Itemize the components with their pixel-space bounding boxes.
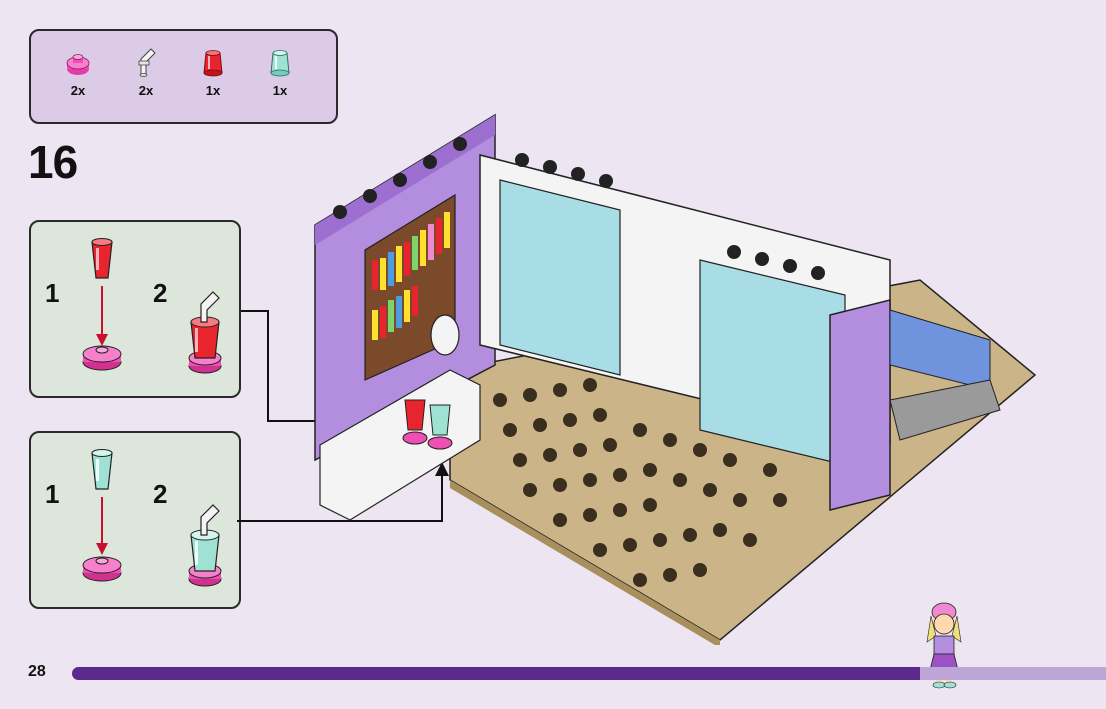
aqua-cup-assembly-illustration (82, 449, 222, 587)
white-straw-icon (138, 48, 156, 77)
parts-list-panel: 2x 2x 1x 1x (29, 29, 338, 124)
red-cup-assembly-illustration (82, 238, 222, 374)
part-qty: 1x (272, 83, 288, 98)
sub-step-number: 1 (45, 479, 60, 509)
part-pink-plate: 2x (53, 45, 103, 115)
sub-step-number: 2 (153, 479, 168, 509)
page-number: 28 (28, 663, 46, 680)
part-qty: 1x (205, 83, 221, 98)
part-white-straw: 2x (121, 45, 171, 115)
sub-step-number: 1 (45, 278, 60, 308)
part-qty: 2x (70, 83, 86, 98)
sub-build-aqua: 1 2 (29, 431, 241, 609)
part-aqua-cup: 1x (255, 45, 305, 115)
main-model-illustration (314, 113, 1037, 645)
part-red-cup: 1x (188, 45, 238, 115)
sub-step-number: 2 (153, 278, 168, 308)
pink-round-plate-icon (66, 54, 90, 75)
step-number: 16 (28, 136, 78, 188)
sub-build-red: 1 2 (29, 220, 241, 398)
aqua-cup-icon (270, 50, 290, 77)
red-cup-icon (203, 50, 223, 77)
part-qty: 2x (138, 83, 154, 98)
progress-fill (72, 667, 920, 680)
